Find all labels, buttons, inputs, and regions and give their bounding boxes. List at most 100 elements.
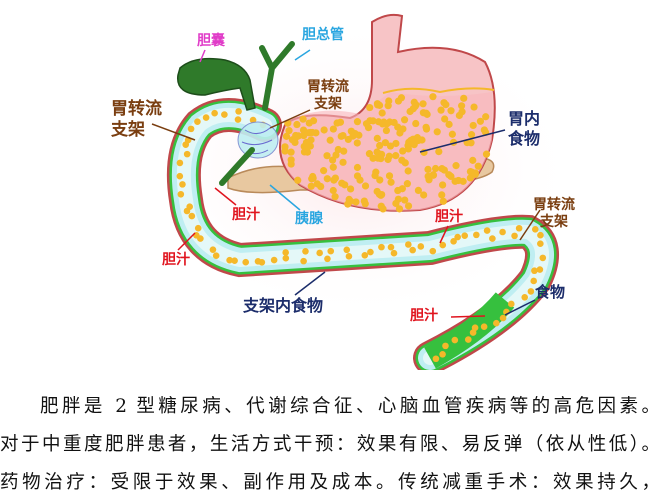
food-dot: [334, 145, 342, 154]
food-dot: [531, 267, 538, 275]
food-dot: [515, 224, 523, 232]
food-dot: [309, 117, 318, 125]
food-dot: [234, 116, 242, 123]
food-dot: [399, 125, 407, 133]
food-dot: [537, 240, 544, 248]
food-dot: [467, 131, 476, 139]
food-dot: [376, 176, 384, 184]
food-dot: [374, 101, 382, 109]
food-dot: [410, 98, 418, 106]
label-stent-right: 胃转流支架: [533, 197, 575, 231]
food-dot: [404, 145, 412, 153]
food-dot: [381, 139, 389, 147]
paragraph-line-3: 药物治疗：受限于效果、副作用及成本。传统减重手术：效果持久，: [0, 472, 660, 493]
food-dot: [323, 152, 331, 160]
food-dot: [395, 205, 404, 213]
label-line: 胃转流: [533, 197, 575, 213]
food-dot: [309, 172, 317, 181]
food-dot: [424, 165, 432, 173]
food-dot: [211, 109, 218, 117]
food-dot: [353, 139, 361, 147]
food-dot: [353, 172, 362, 180]
food-dot: [507, 300, 515, 308]
food-dot: [466, 167, 475, 176]
food-dot: [282, 249, 289, 256]
food-dot: [441, 115, 449, 123]
label-line: 胃转流: [307, 79, 349, 95]
food-dot: [307, 182, 315, 190]
food-dot: [209, 246, 217, 253]
food-dot: [176, 172, 184, 180]
label-food-in-stent: 支架内食物: [243, 296, 324, 315]
food-dot: [400, 116, 409, 124]
label-stent-mid: 胃转流支架: [307, 79, 349, 113]
food-dot: [176, 159, 184, 167]
label-bile-left: 胆汁: [162, 252, 190, 268]
food-dot: [438, 191, 446, 199]
label-pancreas: 胰腺: [295, 211, 323, 227]
food-dot: [469, 329, 477, 336]
food-dot: [390, 118, 398, 127]
food-dot: [365, 150, 374, 158]
bile-duct-shape: [219, 41, 295, 186]
food-dot: [329, 125, 337, 133]
food-dot: [469, 156, 477, 164]
label-line: 支架: [540, 214, 568, 230]
food-dot: [340, 147, 348, 155]
food-dot: [329, 156, 337, 164]
label-line: 支架: [314, 96, 342, 112]
food-dot: [483, 227, 491, 234]
food-dot: [292, 131, 300, 140]
food-dot: [527, 288, 535, 295]
food-dot: [320, 167, 328, 175]
food-dot: [420, 191, 428, 199]
food-dot: [499, 228, 506, 236]
food-dot: [326, 136, 334, 144]
food-dot: [300, 257, 307, 265]
food-dot: [403, 180, 411, 188]
food-dot: [451, 336, 459, 344]
food-dot: [386, 142, 395, 150]
food-dot: [373, 134, 381, 142]
food-dot: [499, 314, 507, 322]
food-dot: [431, 164, 440, 173]
label-stomach-food: 胃内食物: [508, 109, 540, 149]
food-dot: [480, 126, 488, 134]
food-dot: [442, 101, 450, 109]
food-dot: [452, 162, 460, 170]
food-dot: [399, 147, 407, 155]
food-dot: [450, 238, 457, 245]
food-dot: [451, 177, 459, 185]
food-dot: [235, 108, 242, 115]
food-dot: [466, 174, 474, 182]
food-dot: [347, 127, 355, 135]
food-dot: [414, 186, 422, 194]
food-dot: [429, 93, 437, 101]
food-dot: [531, 226, 539, 233]
food-dot: [442, 342, 449, 350]
food-dot: [352, 198, 360, 206]
paragraph-line-1: 肥胖是 2 型糖尿病、代谢综合征、心脑血管疾病等的高危因素。: [40, 396, 660, 417]
food-dot: [455, 111, 463, 120]
food-dot: [385, 172, 394, 180]
food-dot: [293, 120, 301, 129]
food-dot: [300, 148, 309, 156]
food-dot: [439, 350, 446, 358]
food-dot: [270, 256, 278, 264]
food-dot: [202, 114, 210, 121]
food-dot: [387, 178, 395, 186]
food-dot: [197, 235, 204, 242]
food-dot: [461, 232, 469, 240]
food-dot: [324, 255, 331, 263]
food-dot: [470, 103, 478, 111]
food-dot: [226, 256, 233, 264]
gallbladder-shape: [177, 57, 256, 111]
food-dot: [187, 125, 195, 133]
food-dot: [437, 106, 445, 114]
food-dot: [258, 258, 266, 266]
food-dot: [339, 158, 347, 166]
food-dot: [409, 246, 416, 254]
food-dot: [482, 113, 490, 121]
food-dot: [308, 128, 316, 137]
food-dot: [536, 266, 544, 273]
